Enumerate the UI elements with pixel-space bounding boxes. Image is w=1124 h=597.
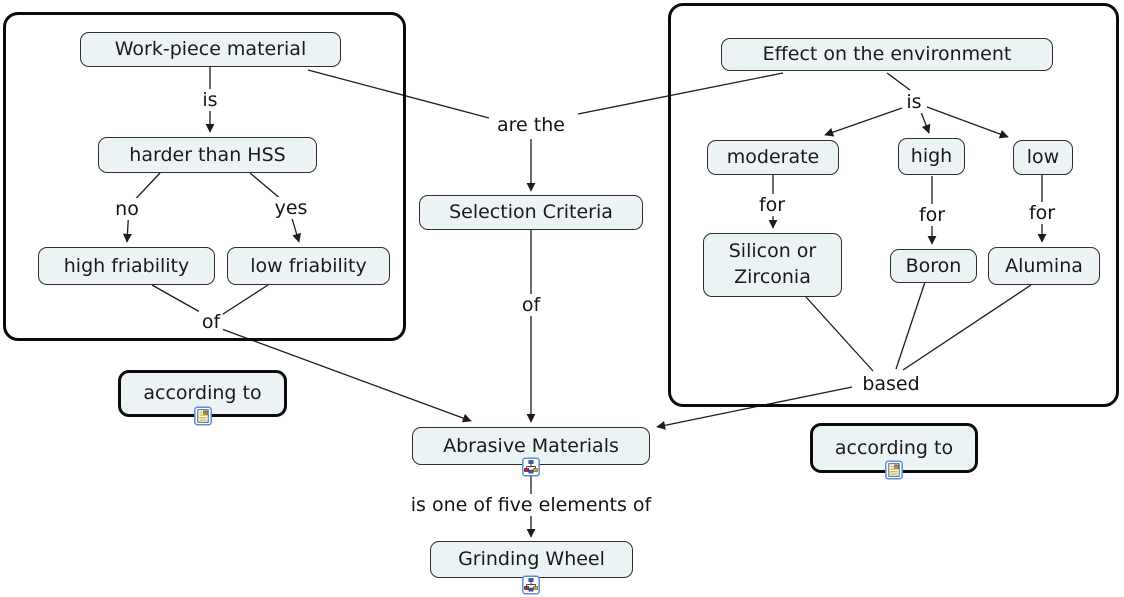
concept-node-alumina[interactable]: Alumina [988, 247, 1100, 285]
linking-phrase-is-right[interactable]: is [903, 91, 925, 113]
linking-phrase-based[interactable]: based [859, 373, 923, 395]
linking-phrase-is-left[interactable]: is [199, 89, 221, 111]
document-resource-icon[interactable] [194, 406, 212, 426]
concept-node-moderate[interactable]: moderate [707, 140, 839, 175]
linking-phrase-of-center[interactable]: of [518, 294, 544, 316]
linking-phrase-five-elements[interactable]: is one of five elements of [407, 494, 655, 516]
linking-phrase-for-low[interactable]: for [1025, 202, 1059, 224]
concept-node-selection-criteria[interactable]: Selection Criteria [419, 195, 643, 230]
linking-phrase-are-the[interactable]: are the [494, 114, 568, 136]
concept-map-icon[interactable] [522, 457, 540, 477]
concept-node-grinding-wheel[interactable]: Grinding Wheel [430, 541, 633, 578]
concept-node-high[interactable]: high [898, 138, 965, 175]
document-resource-icon[interactable] [885, 460, 903, 480]
environment-group-box[interactable] [668, 3, 1119, 407]
annotation-node-according-to-right[interactable]: according to [810, 423, 978, 473]
linking-phrase-of-left[interactable]: of [198, 311, 224, 333]
concept-node-low[interactable]: low [1013, 140, 1073, 175]
concept-node-effect-environment[interactable]: Effect on the environment [721, 38, 1053, 71]
concept-node-boron[interactable]: Boron [890, 249, 977, 283]
concept-node-high-friability[interactable]: high friability [38, 247, 215, 285]
concept-node-workpiece-material[interactable]: Work-piece material [80, 32, 341, 67]
concept-map-icon[interactable] [522, 575, 540, 595]
linking-phrase-for-high[interactable]: for [915, 204, 949, 226]
concept-node-silicon-zirconia[interactable]: Silicon or Zirconia [703, 233, 842, 297]
linking-phrase-yes[interactable]: yes [271, 197, 311, 219]
workpiece-group-box[interactable] [3, 12, 406, 341]
concept-node-harder-than-hss[interactable]: harder than HSS [98, 137, 317, 173]
linking-phrase-no[interactable]: no [112, 198, 142, 220]
concept-node-low-friability[interactable]: low friability [227, 247, 390, 285]
linking-phrase-for-moderate[interactable]: for [755, 194, 789, 216]
